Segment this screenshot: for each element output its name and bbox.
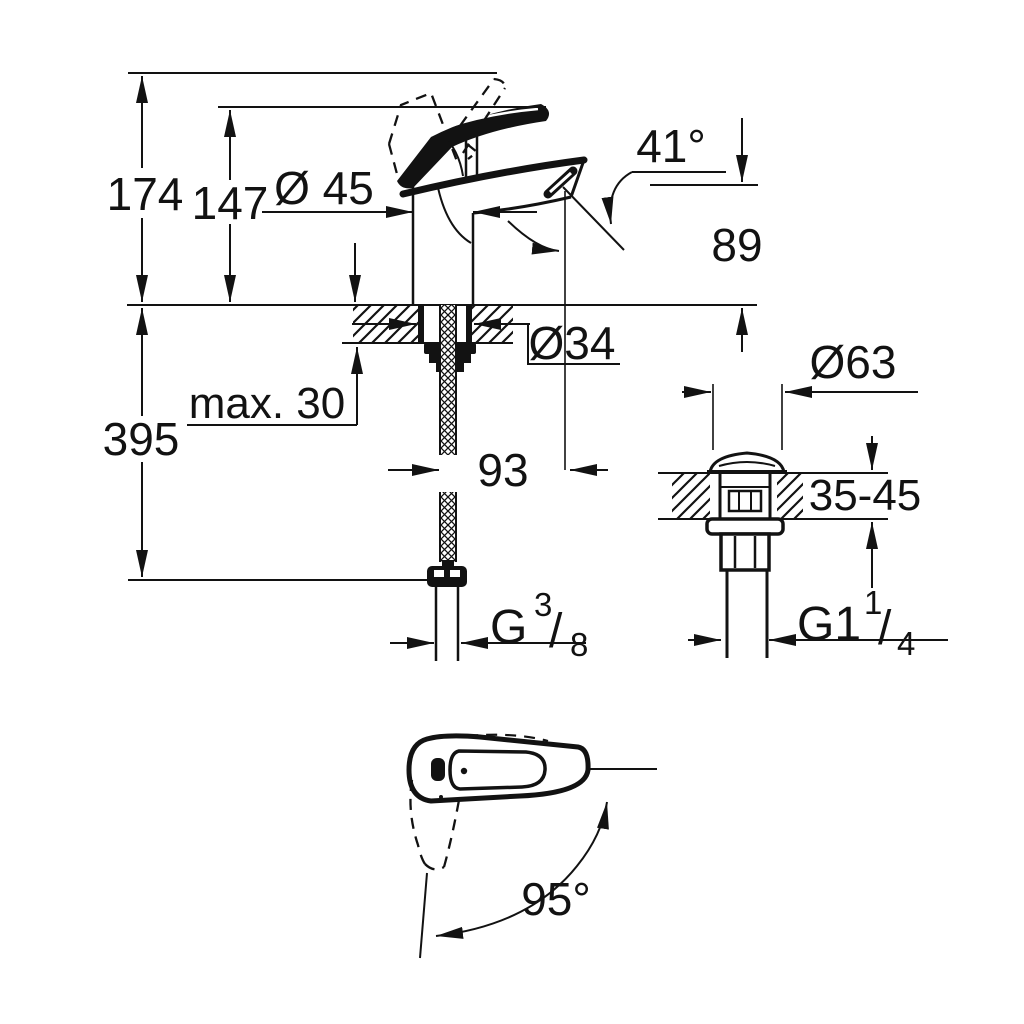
stream-angle-annotation: 41° (507, 120, 758, 255)
handle-top-view: 95° (406, 733, 657, 959)
dim-o45: Ø 45 (262, 162, 537, 218)
dim-147-label: 147 (192, 177, 269, 229)
waste-flange (705, 517, 785, 536)
dim-o34: Ø34 (352, 317, 620, 369)
dim-g38: G 3 / 8 (390, 586, 588, 663)
dim-g114-denominator: 4 (897, 625, 915, 662)
dim-g38-slash: / (549, 605, 563, 658)
dim-o63: Ø63 (682, 336, 918, 450)
dim-147: 147 (183, 106, 546, 302)
faucet-body (411, 174, 475, 305)
waste-underside (705, 517, 785, 658)
handle-pivot-mark (431, 758, 445, 781)
dim-395-label: 395 (103, 413, 180, 465)
waste-tailpipe (725, 570, 769, 658)
waste-cap (707, 451, 787, 474)
stream-direction-line (562, 186, 625, 251)
supply-hose (427, 492, 467, 661)
dim-3545-label: 35-45 (809, 471, 922, 520)
dim-95-label: 95° (521, 873, 591, 925)
dim-93-label: 93 (477, 444, 528, 496)
mounting-shank (418, 305, 476, 455)
handle-raised-dashed (387, 77, 507, 175)
dim-174-label: 174 (107, 168, 184, 220)
dim-g38-numerator: 3 (534, 586, 552, 623)
waste-nut (719, 532, 771, 572)
angle-arc-arrow (601, 171, 633, 225)
dim-g38-denominator: 8 (570, 626, 588, 663)
dim-89: 89 (711, 118, 763, 352)
dim-max30-label: max. 30 (189, 379, 346, 428)
handle-lever-outline (448, 749, 547, 791)
dim-g114-numerator: 1 (864, 584, 882, 621)
spout (399, 156, 588, 215)
dim-g38-prefix: G (490, 601, 527, 654)
dim-41-label: 41° (636, 120, 706, 172)
hose-end-tube (434, 587, 460, 661)
dim-g114: G1 1 / 4 (688, 584, 948, 662)
dim-max30: max. 30 (184, 243, 363, 428)
hose-connector (427, 566, 467, 587)
pop-up-waste-view: Ø63 35-45 (658, 336, 948, 662)
dim-o34-label: Ø34 (529, 317, 616, 369)
dim-o45-label: Ø 45 (274, 162, 374, 214)
dim-95: 95° (419, 768, 657, 959)
dim-g114-slash: / (878, 602, 892, 655)
dim-o63-label: Ø63 (810, 336, 897, 388)
dim-174: 174 (100, 72, 497, 302)
handle-lever (397, 104, 550, 189)
dim-3545: 35-45 (809, 436, 922, 588)
faucet-side-view: 41° 89 174 147 Ø 45 (97, 72, 763, 663)
dim-g114-prefix: G1 (797, 598, 861, 651)
flow-arc-arrow (507, 220, 560, 255)
dim-395: 395 (97, 308, 427, 581)
waste-body (718, 473, 772, 519)
dim-93: 93 (388, 444, 608, 496)
handle-rotated-top-dashed (466, 733, 549, 743)
dim-89-label: 89 (711, 219, 762, 271)
